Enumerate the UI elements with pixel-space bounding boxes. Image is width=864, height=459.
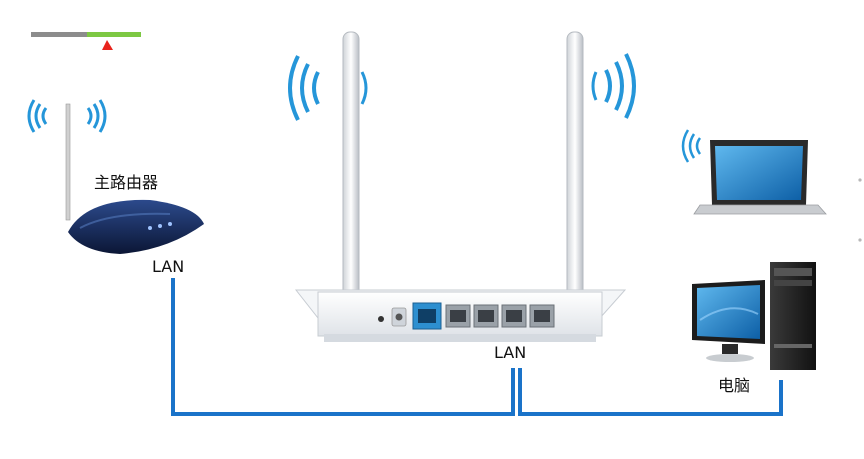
main-router-label: 主路由器 — [94, 173, 159, 192]
right-antenna — [566, 31, 584, 333]
wifi-waves-icon — [681, 129, 702, 163]
desktop-computer-icon — [692, 262, 816, 370]
ethernet-cables — [171, 278, 783, 416]
center-router-lan-label: LAN — [494, 343, 527, 362]
wifi-waves-icon — [27, 99, 107, 133]
ethernet-port-icon — [412, 302, 442, 330]
cable-main-router-to-lan — [171, 278, 515, 416]
laptop-icon — [681, 129, 827, 215]
wifi-waves-icon — [288, 55, 368, 121]
left-antenna — [342, 31, 360, 333]
wifi-waves-icon — [591, 53, 636, 119]
tower — [770, 262, 816, 370]
main-router — [27, 99, 204, 254]
decor-dot — [858, 178, 862, 182]
decor-dot — [858, 238, 862, 242]
indicator-marker-icon — [102, 40, 113, 50]
cable-lan-to-computer — [518, 368, 783, 416]
computer-label: 电脑 — [718, 376, 751, 395]
indicator-bar — [31, 32, 141, 50]
main-router-lan-label: LAN — [152, 257, 185, 276]
center-router — [288, 31, 636, 342]
